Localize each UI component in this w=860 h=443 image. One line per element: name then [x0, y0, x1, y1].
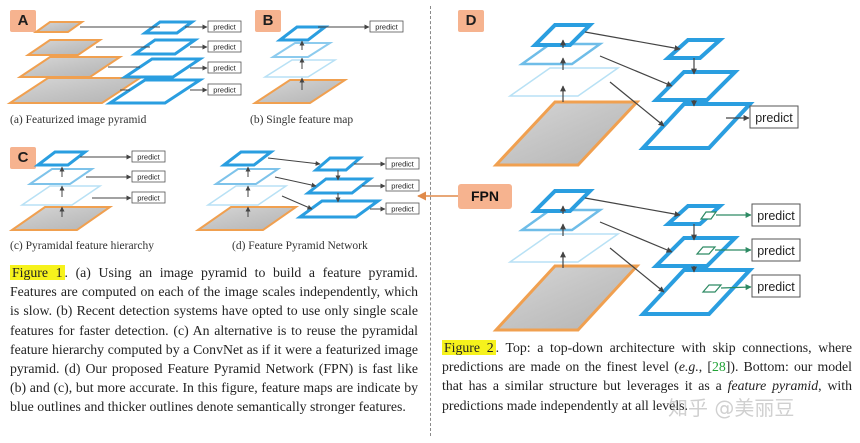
- feature-map: [19, 185, 103, 206]
- feature-map: [262, 59, 338, 78]
- predict-box: predict: [749, 105, 799, 129]
- panel-c-diagram: predict predict predict: [8, 150, 166, 231]
- feature-map: [518, 42, 604, 66]
- figure2-ref-open: , [: [698, 359, 712, 375]
- figure2-text-a: . Top: a top-down architecture with skip…: [442, 340, 852, 375]
- predict-label: predict: [375, 23, 398, 32]
- image-layer: [194, 206, 300, 231]
- figure1-text: . (a) Using an image pyramid to build a …: [10, 265, 418, 415]
- feature-map: [120, 57, 205, 79]
- image-layer: [492, 264, 641, 332]
- panel-c-caption: (c) Pyramidal feature hierarchy: [10, 240, 154, 252]
- feature-map: [518, 208, 604, 232]
- predict-box: predict: [385, 202, 420, 215]
- predict-box: predict: [385, 179, 420, 192]
- fpn-label: FPN: [458, 184, 512, 209]
- feature-map: [275, 25, 330, 42]
- feature-map: [205, 185, 289, 206]
- figure2-label: Figure 2: [442, 340, 496, 355]
- figure1-label: Figure 1: [10, 265, 65, 280]
- predict-box: predict: [369, 20, 404, 33]
- watermark: 知乎 @美丽豆: [668, 396, 795, 420]
- predict-label: predict: [757, 280, 795, 294]
- feature-map: [507, 233, 621, 263]
- panel-c-letter: C: [10, 147, 36, 169]
- predict-label: predict: [757, 244, 795, 258]
- predict-label: predict: [391, 182, 414, 191]
- figure2-ref[interactable]: 28: [711, 359, 726, 375]
- predict-label: predict: [213, 86, 236, 95]
- predict-label: predict: [755, 111, 793, 125]
- feature-map: [638, 102, 755, 150]
- predict-box: predict: [751, 203, 801, 227]
- feature-map: [140, 20, 197, 35]
- feature-map: [303, 177, 375, 195]
- predict-box: predict: [207, 61, 242, 74]
- image-layer: [32, 21, 86, 33]
- image-layer: [251, 79, 349, 104]
- feature-map: [26, 168, 96, 185]
- predict-box: predict: [207, 83, 242, 96]
- panel-d-caption: (d) Feature Pyramid Network: [232, 240, 368, 252]
- predict-label: predict: [757, 209, 795, 223]
- panel-b-letter: B: [255, 10, 281, 32]
- predict-box: predict: [207, 20, 242, 33]
- figure2-italic: feature pyramid: [727, 378, 819, 394]
- predict-label: predict: [391, 160, 414, 169]
- feature-map: [662, 38, 726, 60]
- figure2-text-b: ]). Bottom: our model that has a similar…: [442, 359, 852, 394]
- predict-box: predict: [131, 150, 166, 163]
- figure1-caption: Figure 1. (a) Using an image pyramid to …: [10, 263, 418, 417]
- predict-box: predict: [751, 274, 801, 298]
- predict-label: predict: [137, 194, 160, 203]
- predict-label: predict: [213, 64, 236, 73]
- panel-a-diagram: predict predict predict predict: [6, 20, 242, 105]
- feature-map: [219, 150, 276, 167]
- panel-b-caption: (b) Single feature map: [250, 114, 354, 126]
- figure2-eg: e.g.: [678, 359, 699, 375]
- image-layer: [492, 100, 641, 167]
- predict-label: predict: [213, 43, 236, 52]
- predict-label: predict: [137, 173, 160, 182]
- feature-map: [311, 156, 365, 172]
- panel-a-letter: A: [10, 10, 36, 32]
- predict-box: predict: [385, 157, 420, 170]
- feature-map: [295, 199, 383, 219]
- panel-divider: [430, 6, 431, 436]
- panel-a-caption: (a) Featurized image pyramid: [10, 114, 147, 126]
- feature-map: [507, 67, 621, 97]
- feature-map: [662, 204, 726, 226]
- panel-right-letter: D: [458, 10, 484, 32]
- predict-box: predict: [207, 40, 242, 53]
- image-layer: [8, 206, 114, 231]
- feature-map: [638, 268, 755, 316]
- panel-b-diagram: predict: [251, 20, 404, 104]
- figure2-text-c: , with predictions made independently at…: [442, 378, 852, 413]
- feature-map: [530, 189, 595, 213]
- image-layer: [16, 56, 124, 78]
- figure2-caption: Figure 2. Top: a top-down architecture w…: [442, 338, 852, 415]
- panel-d-diagram: predict predict predict: [194, 150, 420, 231]
- feature-map: [104, 78, 206, 105]
- figure2-top-diagram: predict: [492, 23, 799, 167]
- predict-box: predict: [131, 191, 166, 204]
- predict-label: predict: [391, 205, 414, 214]
- predict-box: predict: [131, 170, 166, 183]
- predict-label: predict: [137, 153, 160, 162]
- feature-map: [212, 168, 282, 185]
- figure2-bottom-diagram: predict predict predict: [492, 189, 801, 332]
- predict-label: predict: [213, 23, 236, 32]
- feature-map: [530, 23, 595, 47]
- predict-box: predict: [751, 238, 801, 262]
- feature-map: [130, 38, 200, 56]
- image-layer: [24, 39, 104, 56]
- feature-map: [651, 236, 740, 268]
- feature-map: [33, 150, 90, 167]
- feature-map: [651, 70, 740, 102]
